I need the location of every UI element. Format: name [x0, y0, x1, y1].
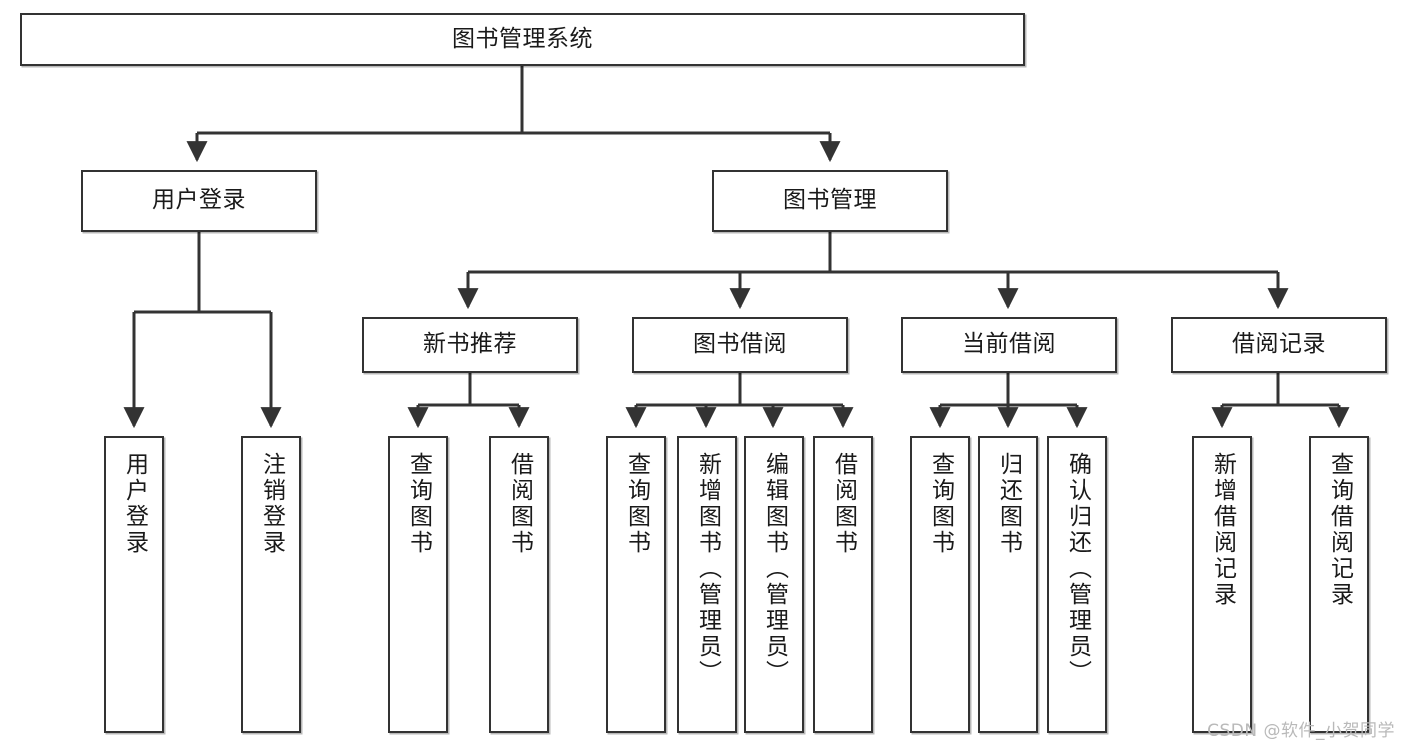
node-leaf-borrow-book-1-label: 借阅图书 — [506, 452, 533, 556]
node-leaf-borrow-book-2-label: 借阅图书 — [830, 452, 857, 556]
node-book-manage[interactable]: 图书管理 — [712, 170, 948, 232]
node-current-borrow-label: 当前借阅 — [962, 331, 1056, 358]
node-leaf-edit-book[interactable]: 编辑图书（管理员） — [744, 436, 804, 733]
node-leaf-confirm-return[interactable]: 确认归还（管理员） — [1047, 436, 1107, 733]
node-leaf-query-record[interactable]: 查询借阅记录 — [1309, 436, 1369, 733]
node-book-manage-label: 图书管理 — [783, 187, 877, 214]
node-leaf-logout-label: 注销登录 — [258, 452, 285, 556]
node-leaf-add-book[interactable]: 新增图书（管理员） — [677, 436, 737, 733]
node-user-login[interactable]: 用户登录 — [81, 170, 317, 232]
node-leaf-user-login-label: 用户登录 — [121, 452, 148, 556]
node-borrow-record[interactable]: 借阅记录 — [1171, 317, 1387, 373]
node-leaf-borrow-book-1[interactable]: 借阅图书 — [489, 436, 549, 733]
node-root-label: 图书管理系统 — [452, 25, 593, 52]
node-book-borrow[interactable]: 图书借阅 — [632, 317, 848, 373]
node-leaf-query-book-3-label: 查询图书 — [927, 452, 954, 556]
node-user-login-label: 用户登录 — [152, 187, 246, 214]
node-leaf-user-login[interactable]: 用户登录 — [104, 436, 164, 733]
node-leaf-query-record-label: 查询借阅记录 — [1326, 452, 1353, 608]
node-book-borrow-label: 图书借阅 — [693, 331, 787, 358]
node-borrow-record-label: 借阅记录 — [1232, 331, 1326, 358]
node-leaf-add-record-label: 新增借阅记录 — [1209, 452, 1236, 608]
node-leaf-add-record[interactable]: 新增借阅记录 — [1192, 436, 1252, 733]
csdn-watermark: CSDN @软件_小贺同学 — [1207, 721, 1395, 741]
node-leaf-return-book-label: 归还图书 — [995, 452, 1022, 556]
node-leaf-query-book-2-label: 查询图书 — [623, 452, 650, 556]
node-leaf-logout[interactable]: 注销登录 — [241, 436, 301, 733]
node-leaf-query-book-2[interactable]: 查询图书 — [606, 436, 666, 733]
node-leaf-edit-book-label: 编辑图书（管理员） — [761, 452, 788, 686]
node-leaf-query-book-1[interactable]: 查询图书 — [388, 436, 448, 733]
node-leaf-confirm-return-label: 确认归还（管理员） — [1064, 452, 1091, 686]
node-leaf-query-book-1-label: 查询图书 — [405, 452, 432, 556]
node-leaf-query-book-3[interactable]: 查询图书 — [910, 436, 970, 733]
node-leaf-add-book-label: 新增图书（管理员） — [694, 452, 721, 686]
node-leaf-return-book[interactable]: 归还图书 — [978, 436, 1038, 733]
node-root[interactable]: 图书管理系统 — [20, 13, 1025, 66]
node-leaf-borrow-book-2[interactable]: 借阅图书 — [813, 436, 873, 733]
node-current-borrow[interactable]: 当前借阅 — [901, 317, 1117, 373]
node-new-book-rec-label: 新书推荐 — [423, 331, 517, 358]
node-new-book-rec[interactable]: 新书推荐 — [362, 317, 578, 373]
